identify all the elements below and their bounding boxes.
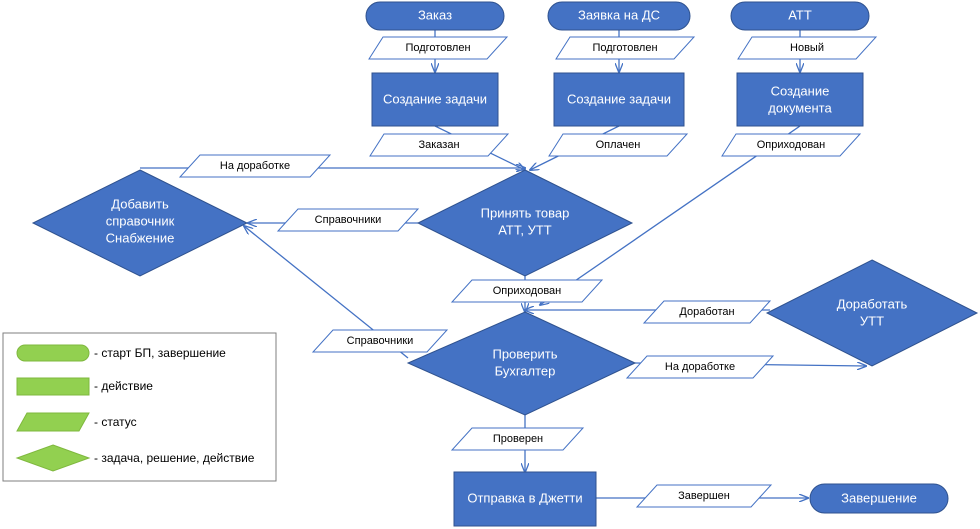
action-create-document-line1: Создание [771, 83, 830, 98]
status-checked-label: Проверен [493, 433, 543, 445]
decision-check-accountant-line1: Проверить [492, 346, 557, 361]
status-paid: Оплачен [548, 133, 689, 157]
status-paid-label: Оплачен [596, 139, 641, 151]
start-node-order-label: Заказ [418, 7, 452, 22]
status-received-1-label: Оприходован [757, 139, 825, 151]
status-reworked-label: Доработан [679, 306, 734, 318]
legend-start-end-label: - старт БП, завершение [94, 346, 226, 360]
legend-item-status: - статус [16, 412, 137, 432]
start-node-att-label: АТТ [788, 7, 812, 22]
status-received-1: Оприходован [721, 133, 862, 157]
legend-item-action: - действие [16, 377, 153, 396]
action-create-task-2-label: Создание задачи [567, 91, 671, 106]
action-send-jetty-label: Отправка в Джетти [467, 490, 582, 505]
decision-rework-utt: Доработать УТТ [765, 259, 979, 367]
action-create-document: Создание документа [736, 72, 864, 127]
action-create-task-1-label: Создание задачи [383, 91, 487, 106]
status-prepared-1: Подготовлен [368, 36, 509, 60]
status-on-rework-2: На доработке [625, 355, 775, 379]
legend-task-label: - задача, решение, действие [94, 451, 255, 465]
action-create-document-line2: документа [768, 100, 832, 115]
status-prepared-1-label: Подготовлен [405, 42, 470, 54]
decision-rework-utt-line2: УТТ [860, 313, 884, 328]
end-node-finish-label: Завершение [841, 490, 917, 505]
start-node-request-ds: Заявка на ДС [547, 1, 691, 31]
legend: - старт БП, завершение - действие - стат… [2, 332, 277, 482]
decision-add-directory-line2: справочник [106, 213, 175, 228]
status-ordered-label: Заказан [418, 139, 459, 151]
decision-accept-goods: Принять товар АТТ, УТТ [416, 169, 634, 277]
legend-item-task: - задача, решение, действие [15, 444, 255, 472]
legend-status-label: - статус [94, 415, 137, 429]
decision-add-directory-line1: Добавить [111, 196, 169, 211]
status-new: Новый [737, 36, 878, 60]
status-on-rework-1-label: На доработке [220, 160, 290, 172]
start-node-request-ds-label: Заявка на ДС [578, 7, 660, 22]
start-node-order: Заказ [365, 1, 505, 31]
status-checked: Проверен [450, 427, 585, 451]
status-prepared-2: Подготовлен [555, 36, 696, 60]
decision-check-accountant-line2: Бухгалтер [495, 363, 556, 378]
start-node-att: АТТ [730, 1, 870, 31]
status-on-rework-2-label: На доработке [665, 361, 735, 373]
decision-accept-goods-line1: Принять товар [481, 205, 570, 220]
decision-add-directory: Добавить справочник Снабжение [31, 169, 249, 277]
action-create-task-1: Создание задачи [371, 72, 499, 127]
status-received-2-label: Оприходован [493, 285, 561, 297]
status-prepared-2-label: Подготовлен [592, 42, 657, 54]
action-send-jetty: Отправка в Джетти [453, 471, 597, 527]
status-directories-1-label: Справочники [315, 214, 382, 226]
action-create-task-2: Создание задачи [553, 72, 685, 127]
legend-action-label: - действие [94, 379, 153, 393]
decision-rework-utt-line1: Доработать [837, 296, 908, 311]
status-reworked: Доработан [642, 300, 772, 324]
status-new-label: Новый [790, 42, 824, 54]
legend-item-start-end: - старт БП, завершение [16, 344, 226, 362]
status-ordered: Заказан [369, 133, 510, 157]
decision-add-directory-line3: Снабжение [106, 230, 175, 245]
status-on-rework-1: На доработке [178, 154, 332, 178]
decision-accept-goods-line2: АТТ, УТТ [498, 222, 552, 237]
status-directories-2-label: Справочники [347, 335, 414, 347]
status-directories-2: Справочники [311, 329, 449, 353]
status-completed: Завершен [635, 484, 773, 508]
status-directories-1: Справочники [276, 208, 420, 232]
status-completed-label: Завершен [678, 490, 730, 502]
end-node-finish: Завершение [809, 483, 949, 514]
status-received-2: Оприходован [450, 279, 604, 303]
decision-check-accountant: Проверить Бухгалтер [406, 311, 637, 416]
